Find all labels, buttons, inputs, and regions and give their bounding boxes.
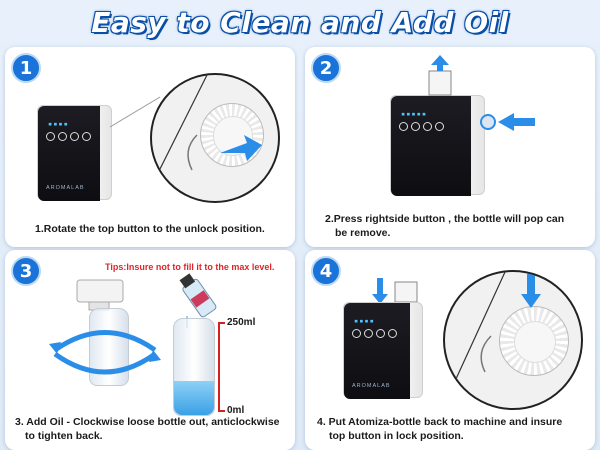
min-level-label: 0ml [227,405,245,416]
bottle-cap [76,279,124,311]
step-3-caption-line2: to tighten back. [25,430,103,442]
oil-liquid [174,381,214,415]
step-3-panel: 3 Tips:Insure not to fill it to the max … [5,250,295,450]
step-4-number: 4 [311,256,341,286]
rotate-arrows-icon [49,330,161,375]
press-arrow-icon [480,113,535,131]
step-1-number: 1 [11,53,41,83]
zoom-circle [150,73,280,203]
lock-arrow-icon [449,272,541,393]
brand-label: AROMALAB [46,185,85,191]
top-dial [499,306,569,376]
top-dial [200,103,264,167]
filling-bottle [173,318,215,416]
zoom-circle [443,270,583,410]
step-4-panel: 4 ▪▪▪▪ AROMALAB 4. Put Atomiza-bottle ba… [305,250,595,450]
page-title: Easy to Clean and Add Oil [91,6,509,39]
step-4-caption-line1: 4. Put Atomiza-bottle back to machine an… [317,416,563,428]
step-2-caption-line2: be remove. [335,227,391,239]
step-2-number: 2 [311,53,341,83]
rotate-arrow-icon [152,75,262,186]
diffuser-device: ▪▪▪▪▪ [390,95,485,196]
tip-text: Tips:Insure not to fill it to the max le… [105,262,275,272]
bottle-popup-icon [428,55,452,96]
insert-bottle-icon [372,278,418,304]
step-4-caption-line2: top button in lock position. [329,430,464,442]
brand-label: AROMALAB [352,383,391,389]
diffuser-device: ▪▪▪▪ AROMALAB [343,302,423,399]
step-1-caption: 1.Rotate the top button to the unlock po… [35,223,265,235]
step-3-number: 3 [11,256,41,286]
oil-pouring-bottle [179,273,217,328]
zoom-connector [109,96,161,128]
diffuser-device: ▪▪▪▪ AROMALAB [37,105,112,201]
max-level-label: 250ml [227,317,256,328]
step-2-caption-line1: 2.Press rightside button , the bottle wi… [325,213,565,225]
step-3-caption-line1: 3. Add Oil - Clockwise loose bottle out,… [15,416,280,428]
fill-scale [218,322,220,412]
step-2-panel: 2 ▪▪▪▪▪ 2.Press rightside button , the b… [305,47,595,247]
step-1-panel: 1 ▪▪▪▪ AROMALAB 1.Rotate the top button … [5,47,295,247]
